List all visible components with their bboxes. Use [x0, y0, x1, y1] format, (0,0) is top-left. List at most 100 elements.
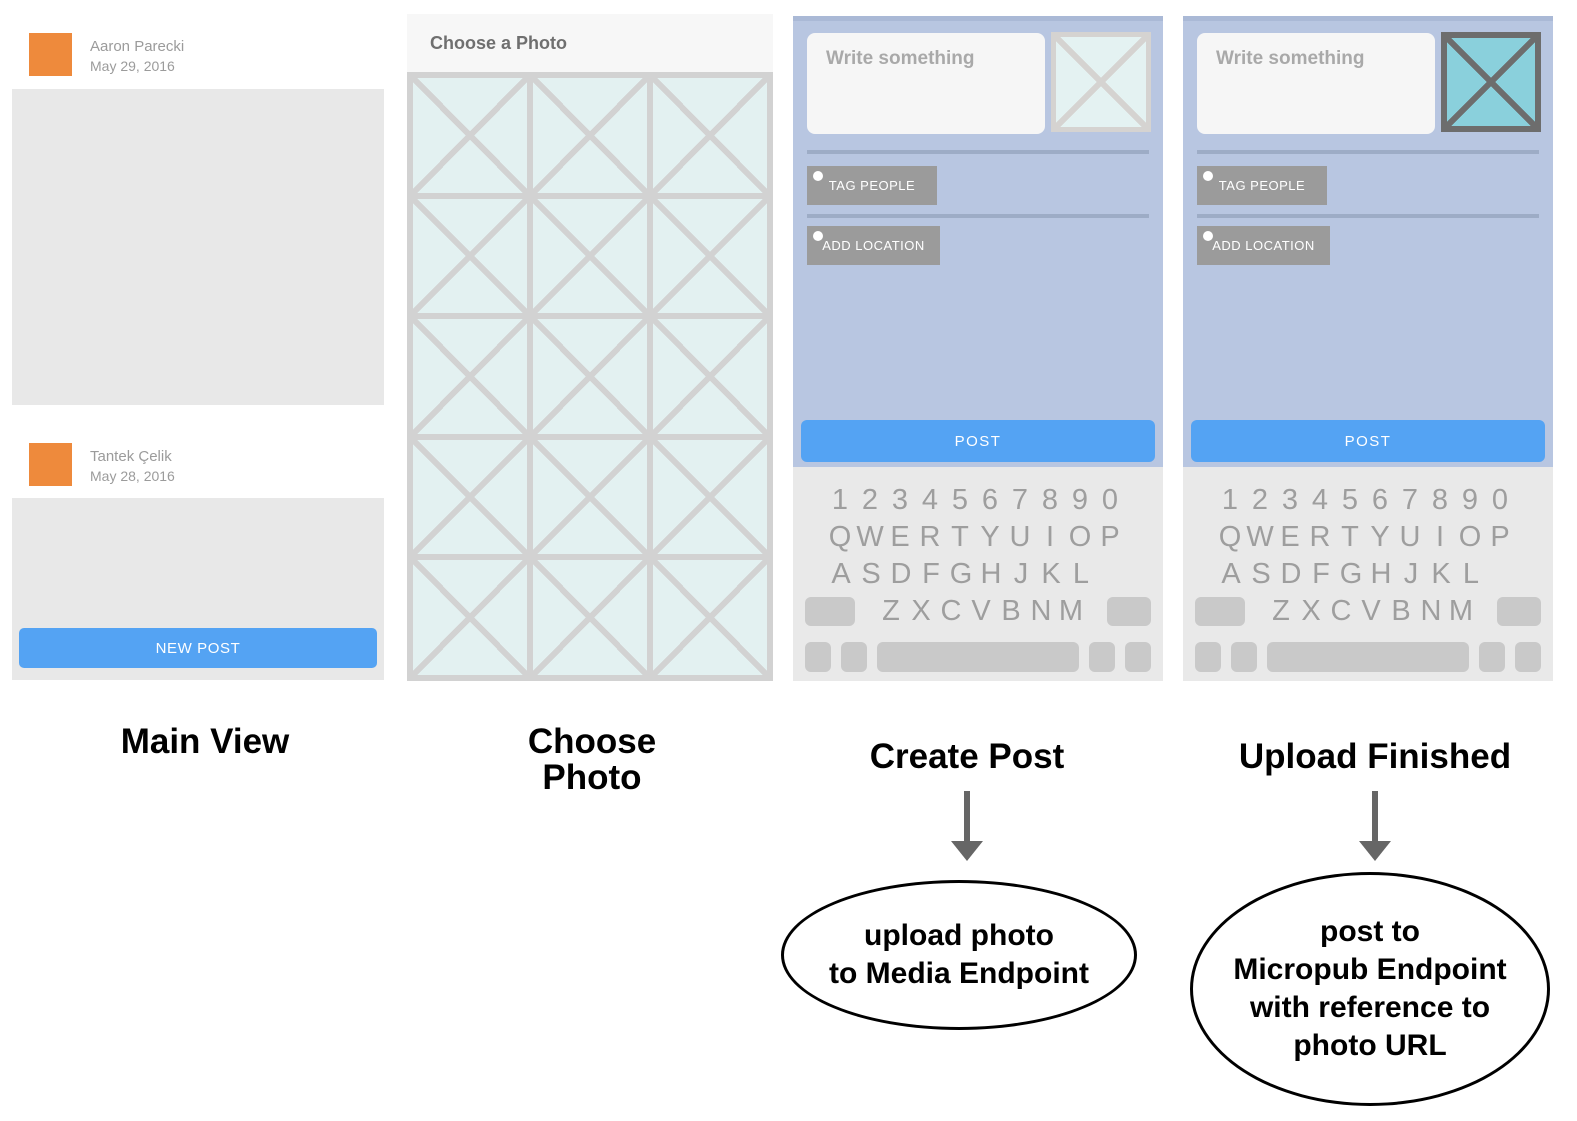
- key-Y[interactable]: Y: [1370, 521, 1390, 553]
- key-0[interactable]: 0: [1491, 484, 1509, 516]
- key-O[interactable]: O: [1068, 521, 1092, 553]
- key-R[interactable]: R: [1309, 521, 1331, 553]
- add-location-button[interactable]: ADD LOCATION: [807, 226, 940, 265]
- key-A[interactable]: A: [831, 558, 851, 590]
- post-button[interactable]: POST: [801, 420, 1155, 462]
- key-6[interactable]: 6: [981, 484, 999, 516]
- key-6[interactable]: 6: [1371, 484, 1389, 516]
- photo-cell[interactable]: [533, 439, 647, 555]
- blank-key[interactable]: [805, 641, 831, 672]
- shift-key[interactable]: [805, 597, 855, 626]
- key-U[interactable]: U: [1009, 521, 1031, 553]
- photo-cell[interactable]: [653, 439, 767, 555]
- key-3[interactable]: 3: [1281, 484, 1299, 516]
- key-T[interactable]: T: [951, 521, 969, 553]
- key-N[interactable]: N: [1420, 595, 1442, 627]
- key-N[interactable]: N: [1030, 595, 1052, 627]
- blank-key[interactable]: [1231, 641, 1257, 672]
- key-F[interactable]: F: [922, 558, 940, 590]
- key-4[interactable]: 4: [921, 484, 939, 516]
- backspace-key[interactable]: [1107, 597, 1151, 626]
- key-Q[interactable]: Q: [1218, 521, 1242, 553]
- key-M[interactable]: M: [1448, 595, 1474, 627]
- key-8[interactable]: 8: [1431, 484, 1449, 516]
- key-K[interactable]: K: [1041, 558, 1061, 590]
- key-V[interactable]: V: [971, 595, 991, 627]
- tag-people-button[interactable]: TAG PEOPLE: [807, 166, 937, 205]
- key-V[interactable]: V: [1361, 595, 1381, 627]
- key-O[interactable]: O: [1458, 521, 1482, 553]
- photo-cell[interactable]: [653, 198, 767, 314]
- key-3[interactable]: 3: [891, 484, 909, 516]
- key-C[interactable]: C: [940, 595, 962, 627]
- photo-cell[interactable]: [413, 439, 527, 555]
- key-B[interactable]: B: [1001, 595, 1021, 627]
- blank-key[interactable]: [1515, 641, 1541, 672]
- photo-cell[interactable]: [533, 78, 647, 193]
- key-I[interactable]: I: [1045, 521, 1055, 553]
- key-S[interactable]: S: [861, 558, 881, 590]
- key-L[interactable]: L: [1072, 558, 1090, 590]
- key-X[interactable]: X: [1301, 595, 1321, 627]
- photo-cell[interactable]: [413, 560, 527, 675]
- key-8[interactable]: 8: [1041, 484, 1059, 516]
- key-K[interactable]: K: [1431, 558, 1451, 590]
- key-J[interactable]: J: [1013, 558, 1029, 590]
- key-I[interactable]: I: [1435, 521, 1445, 553]
- key-G[interactable]: G: [949, 558, 973, 590]
- backspace-key[interactable]: [1497, 597, 1541, 626]
- blank-key[interactable]: [1195, 641, 1221, 672]
- key-W[interactable]: W: [856, 521, 884, 553]
- key-L[interactable]: L: [1462, 558, 1480, 590]
- key-7[interactable]: 7: [1401, 484, 1419, 516]
- photo-cell[interactable]: [653, 78, 767, 193]
- spacebar-key[interactable]: [1267, 641, 1469, 672]
- key-Y[interactable]: Y: [980, 521, 1000, 553]
- blank-key[interactable]: [1089, 641, 1115, 672]
- key-Q[interactable]: Q: [828, 521, 852, 553]
- photo-cell[interactable]: [533, 319, 647, 434]
- key-P[interactable]: P: [1490, 521, 1510, 553]
- key-P[interactable]: P: [1100, 521, 1120, 553]
- photo-cell[interactable]: [413, 78, 527, 193]
- photo-cell[interactable]: [533, 560, 647, 675]
- post-button[interactable]: POST: [1191, 420, 1545, 462]
- key-0[interactable]: 0: [1101, 484, 1119, 516]
- key-T[interactable]: T: [1341, 521, 1359, 553]
- key-5[interactable]: 5: [951, 484, 969, 516]
- key-M[interactable]: M: [1058, 595, 1084, 627]
- key-B[interactable]: B: [1391, 595, 1411, 627]
- key-J[interactable]: J: [1403, 558, 1419, 590]
- photo-cell[interactable]: [653, 319, 767, 434]
- photo-cell[interactable]: [413, 198, 527, 314]
- add-location-button[interactable]: ADD LOCATION: [1197, 226, 1330, 265]
- key-4[interactable]: 4: [1311, 484, 1329, 516]
- key-9[interactable]: 9: [1071, 484, 1089, 516]
- key-1[interactable]: 1: [831, 484, 849, 516]
- blank-key[interactable]: [1479, 641, 1505, 672]
- key-X[interactable]: X: [911, 595, 931, 627]
- compose-input[interactable]: Write something: [807, 33, 1045, 134]
- key-Z[interactable]: Z: [882, 595, 900, 627]
- photo-cell[interactable]: [533, 198, 647, 314]
- key-C[interactable]: C: [1330, 595, 1352, 627]
- blank-key[interactable]: [841, 641, 867, 672]
- spacebar-key[interactable]: [877, 641, 1079, 672]
- key-W[interactable]: W: [1246, 521, 1274, 553]
- photo-cell[interactable]: [413, 319, 527, 434]
- key-S[interactable]: S: [1251, 558, 1271, 590]
- tag-people-button[interactable]: TAG PEOPLE: [1197, 166, 1327, 205]
- key-G[interactable]: G: [1339, 558, 1363, 590]
- key-2[interactable]: 2: [861, 484, 879, 516]
- key-Z[interactable]: Z: [1272, 595, 1290, 627]
- key-U[interactable]: U: [1399, 521, 1421, 553]
- key-E[interactable]: E: [1280, 521, 1300, 553]
- key-D[interactable]: D: [890, 558, 912, 590]
- blank-key[interactable]: [1125, 641, 1151, 672]
- key-H[interactable]: H: [980, 558, 1002, 590]
- key-F[interactable]: F: [1312, 558, 1330, 590]
- key-E[interactable]: E: [890, 521, 910, 553]
- key-5[interactable]: 5: [1341, 484, 1359, 516]
- new-post-button[interactable]: NEW POST: [19, 628, 377, 668]
- key-9[interactable]: 9: [1461, 484, 1479, 516]
